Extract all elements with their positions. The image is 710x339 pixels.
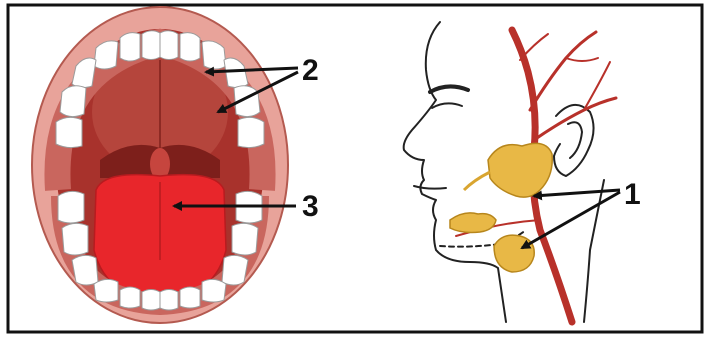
label-teeth: 2 <box>302 54 319 87</box>
tooth <box>142 31 160 60</box>
tooth <box>120 287 140 308</box>
tooth <box>238 117 264 147</box>
tooth <box>56 117 82 147</box>
parotid-duct <box>464 172 490 190</box>
eye <box>432 103 462 108</box>
tooth <box>160 290 178 311</box>
label-tongue: 3 <box>302 190 319 223</box>
tooth <box>232 223 258 255</box>
tooth <box>180 287 200 308</box>
parotid-gland <box>488 143 552 197</box>
vessel-branch <box>566 58 598 61</box>
tooth <box>62 223 88 255</box>
mouth-line <box>414 186 446 189</box>
tooth <box>142 290 160 311</box>
tooth <box>94 279 118 302</box>
submandibular-gland <box>494 235 534 272</box>
tooth <box>160 31 178 60</box>
label-salivary-glands: 1 <box>624 178 641 211</box>
vessel-branch <box>520 34 548 60</box>
eyebrow <box>430 86 468 92</box>
vessel-branch <box>530 32 596 110</box>
gland-arrow-upper <box>534 190 620 196</box>
tooth <box>180 33 200 61</box>
tooth <box>60 86 86 117</box>
tooth <box>222 255 248 285</box>
sublingual-gland <box>450 213 496 233</box>
tooth <box>72 255 98 285</box>
tooth <box>120 33 140 61</box>
tooth <box>58 191 84 223</box>
ear-inner <box>568 122 582 158</box>
tooth <box>202 279 226 302</box>
